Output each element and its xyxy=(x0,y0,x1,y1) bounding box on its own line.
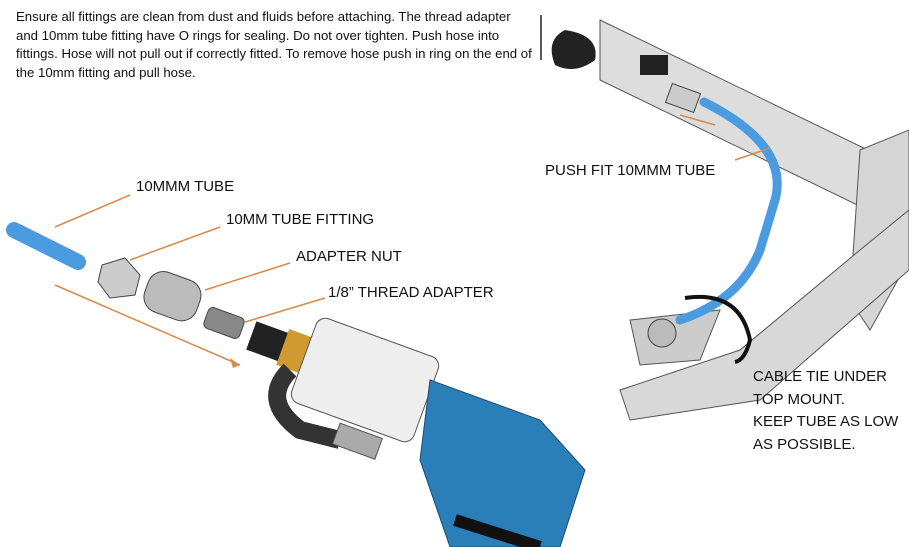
exploded-assembly xyxy=(6,194,586,547)
label-thread-adapter: 1/8” THREAD ADAPTER xyxy=(328,284,494,301)
label-push-fit-tube: PUSH FIT 10MMM TUBE xyxy=(545,162,716,179)
cable-tie-line: AS POSSIBLE. xyxy=(753,435,856,453)
cable-tie-line: CABLE TIE UNDER xyxy=(753,368,887,385)
label-adapter-nut: ADAPTER NUT xyxy=(296,248,402,265)
label-tube-fitting: 10MM TUBE FITTING xyxy=(226,211,375,228)
frame-illustration xyxy=(540,15,909,421)
instructions-text: Ensure all fittings are clean from dust … xyxy=(16,9,532,80)
label-cable-tie: CABLE TIE UNDER TOP MOUNT. KEEP TUBE AS … xyxy=(753,366,898,456)
label-10mm-tube: 10MMM TUBE xyxy=(136,178,235,195)
cable-tie-line: KEEP TUBE AS LOW xyxy=(753,413,899,430)
cable-tie-line: TOP MOUNT. xyxy=(753,390,845,408)
